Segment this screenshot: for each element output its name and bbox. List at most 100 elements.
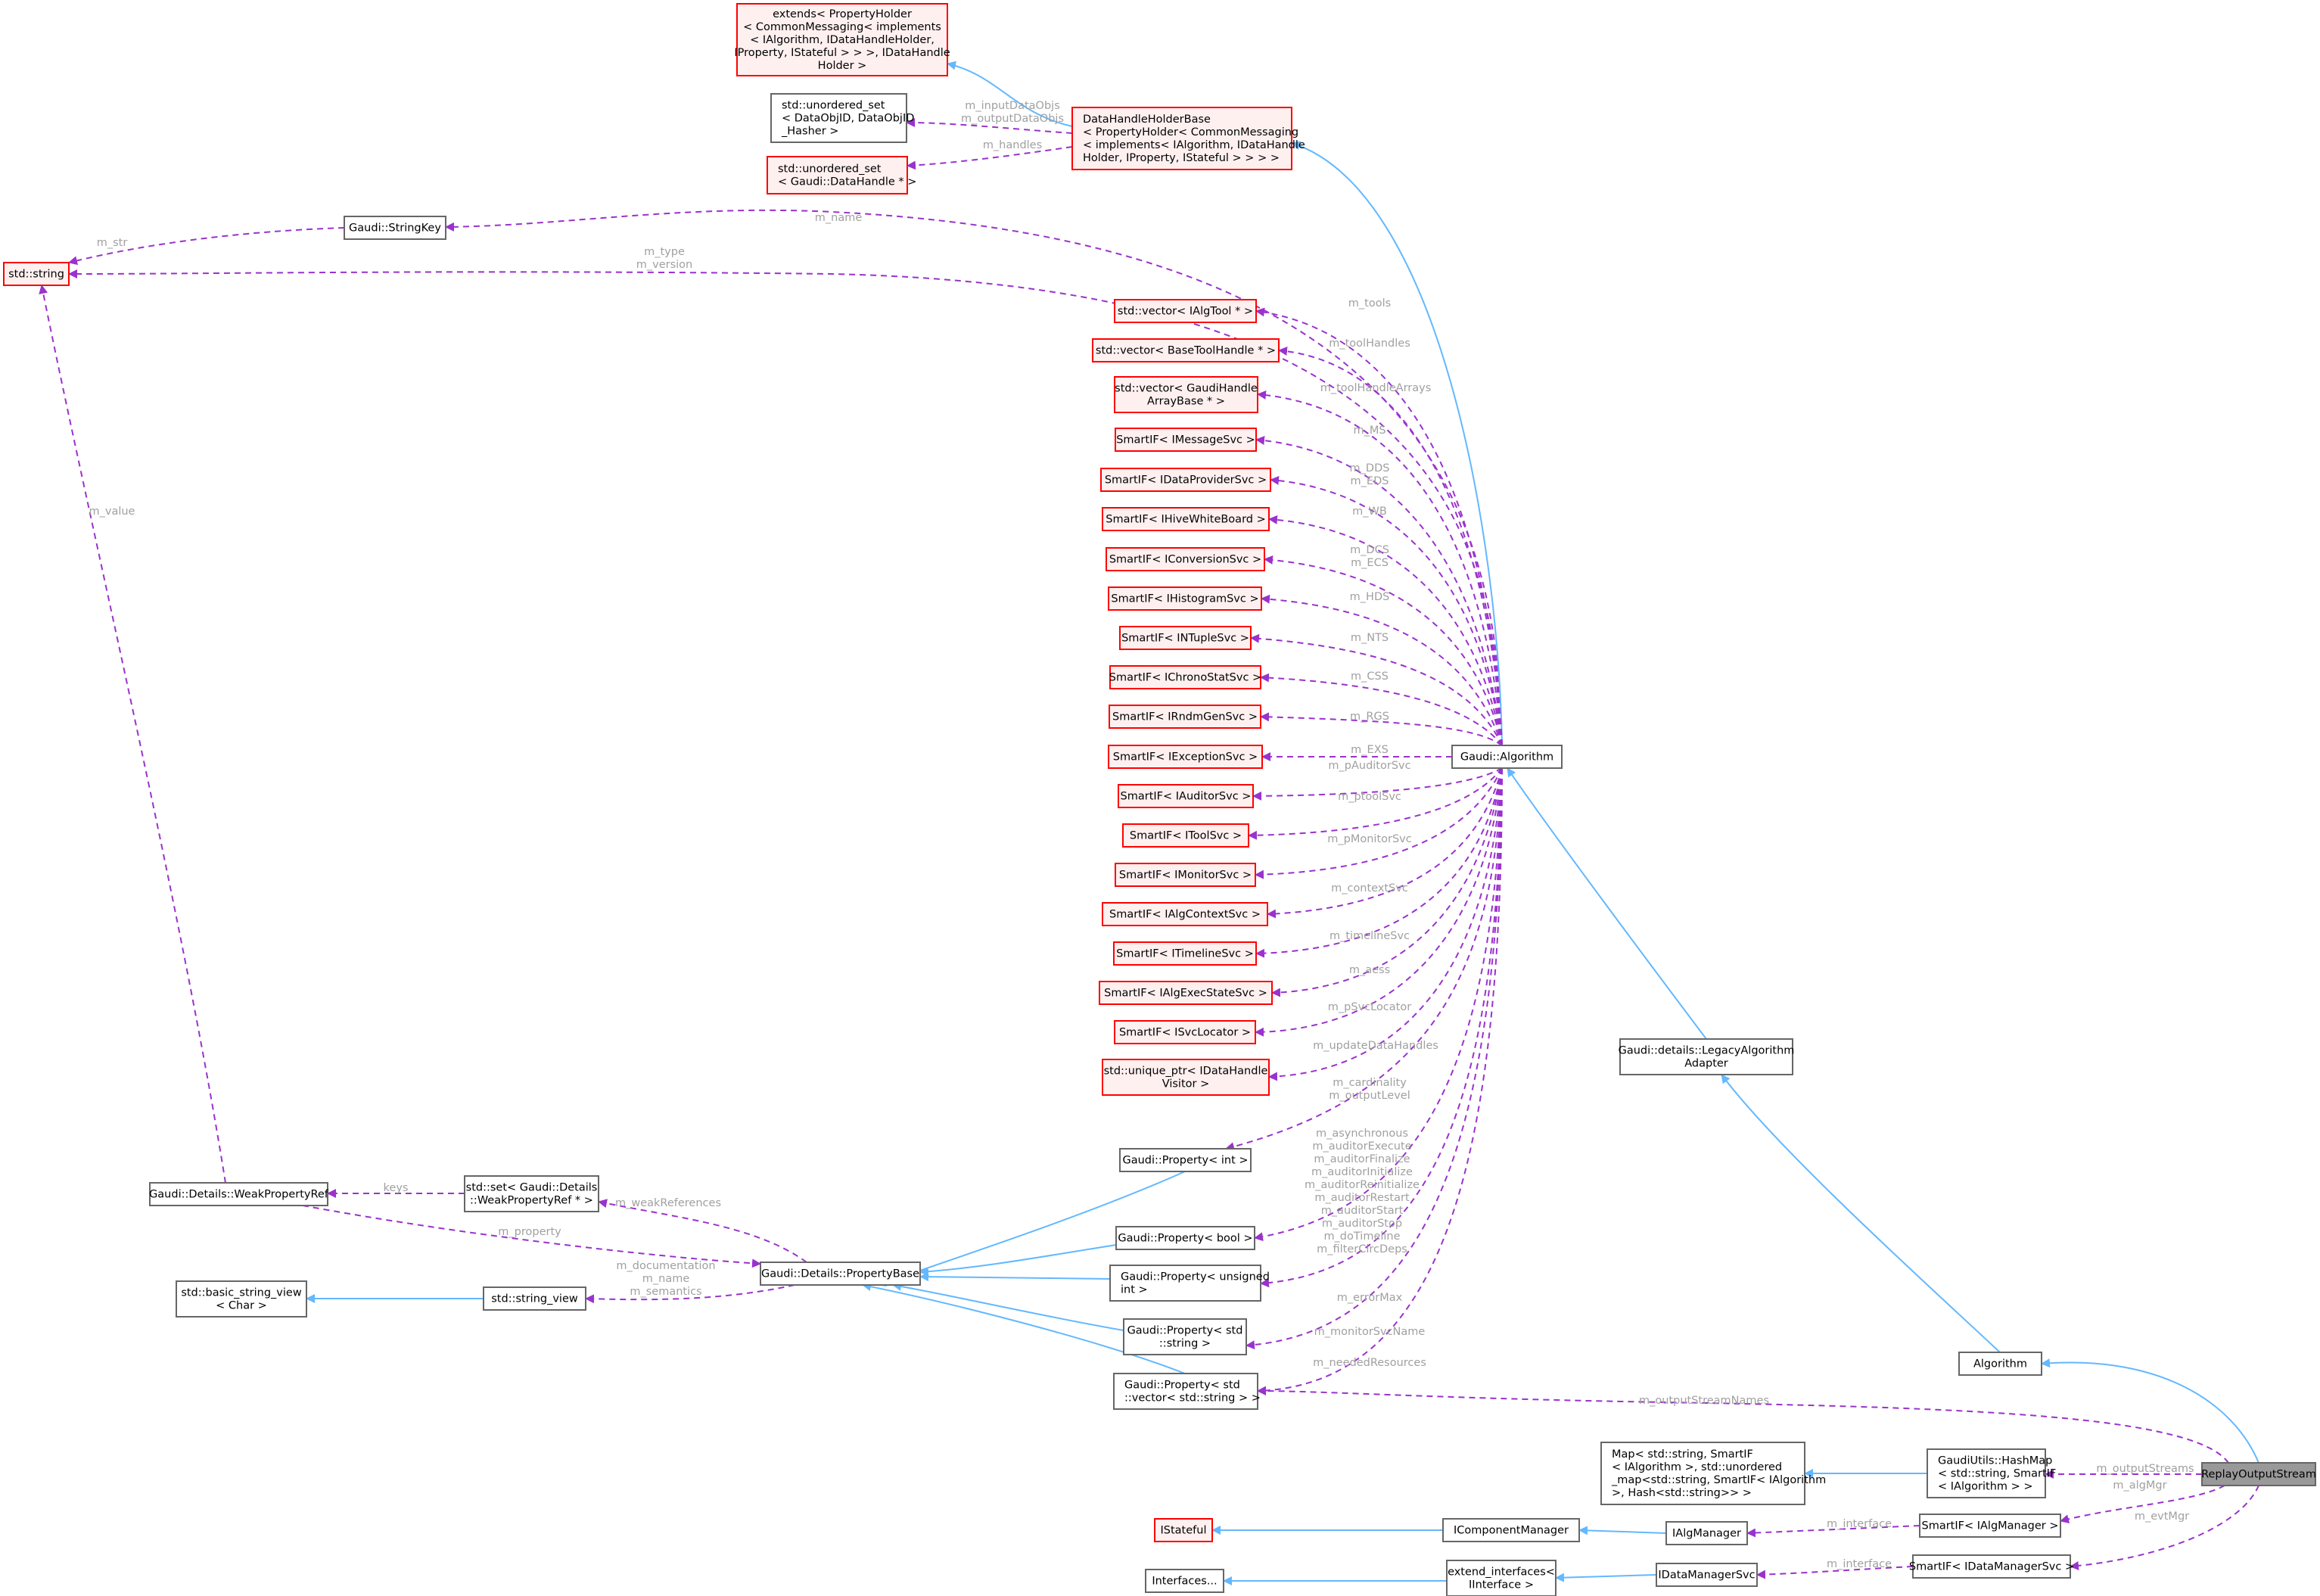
member-edge-39: [1746, 1525, 1920, 1538]
class-node-dhhb[interactable]: DataHandleHolderBase< PropertyHolder< Co…: [1071, 107, 1305, 170]
edge-label-line: m_auditorInitialize: [1311, 1166, 1413, 1178]
class-node-sif-aud[interactable]: SmartIF< IAuditorSvc >: [1118, 784, 1254, 808]
class-node-sif-datamgr[interactable]: SmartIF< IDataManagerSvc >: [1909, 1554, 2074, 1579]
class-node-string-view[interactable]: std::string_view: [483, 1286, 586, 1311]
class-node-ialgmgr[interactable]: IAlgManager: [1665, 1521, 1748, 1545]
edge-label-lbl-timelinesvc: m_timelineSvc: [1329, 930, 1410, 942]
class-node-uset-dataobj[interactable]: std::unordered_set< DataObjID, DataObjID…: [770, 93, 914, 143]
member-edge-15: [1261, 594, 1503, 746]
class-node-sif-chrono[interactable]: SmartIF< IChronoStatSvc >: [1109, 665, 1261, 689]
edge-label-line: m_version: [636, 259, 692, 271]
edge-label-line: m_CSS: [1351, 670, 1389, 683]
class-node-label: Visitor >: [1162, 1078, 1210, 1090]
class-node-interfaces[interactable]: Interfaces...: [1145, 1569, 1224, 1593]
class-node-istateful[interactable]: IStateful: [1154, 1518, 1213, 1542]
class-node-label: Holder, IProperty, IStateful > > > >: [1083, 152, 1280, 164]
class-node-label: SmartIF< IAuditorSvc >: [1121, 791, 1252, 803]
edge-label-lbl-toolhandles: m_toolHandles: [1329, 338, 1410, 350]
class-node-label: IProperty, IStateful > > >, IDataHandle: [734, 47, 950, 59]
member-edge-20: [1252, 767, 1503, 801]
class-node-box: [1145, 1569, 1224, 1593]
edge-label-lbl-value: m_value: [89, 506, 135, 518]
class-node-extends-ph[interactable]: extends< PropertyHolder< CommonMessaging…: [734, 3, 950, 76]
class-node-label: >, Hash<std::string>> >: [1612, 1487, 1752, 1499]
class-node-stringkey[interactable]: Gaudi::StringKey: [344, 216, 446, 240]
class-node-label: DataHandleHolderBase: [1083, 114, 1211, 126]
class-node-box: [2201, 1462, 2316, 1486]
class-node-box: [1154, 1518, 1213, 1542]
class-node-sif-rndm[interactable]: SmartIF< IRndmGenSvc >: [1109, 705, 1261, 729]
class-node-sif-algexec[interactable]: SmartIF< IAlgExecStateSvc >: [1099, 981, 1273, 1005]
class-node-map-node[interactable]: Map< std::string, SmartIF< IAlgorithm >,…: [1600, 1442, 1826, 1505]
member-edge-26: [1255, 767, 1503, 1037]
class-node-extend-interfaces[interactable]: extend_interfaces<IInterface >: [1446, 1560, 1557, 1596]
member-edge-30: [1260, 767, 1503, 1288]
class-node-label: Gaudi::Property< unsigned: [1121, 1271, 1270, 1283]
class-node-vec-algtool[interactable]: std::vector< IAlgTool * >: [1114, 299, 1257, 323]
member-edge-22: [1255, 767, 1503, 879]
class-node-box: [1118, 784, 1254, 808]
member-edge-55: [302, 1205, 761, 1268]
edge-label-lbl-evtmgr: m_evtMgr: [2135, 1510, 2189, 1523]
class-node-sif-timeline[interactable]: SmartIF< ITimelineSvc >: [1113, 941, 1257, 966]
class-node-label: Adapter: [1684, 1058, 1728, 1070]
member-edge-32: [1257, 767, 1503, 1395]
class-node-sif-exc[interactable]: SmartIF< IExceptionSvc >: [1108, 745, 1263, 769]
class-node-label: < implements< IAlgorithm, IDataHandle: [1083, 139, 1305, 151]
class-node-uset-datahandle[interactable]: std::unordered_set< Gaudi::DataHandle * …: [767, 156, 916, 194]
inheritance-edge-50: [892, 1281, 1124, 1331]
edge-label-line: m_interface: [1827, 1558, 1892, 1570]
class-node-vec-basetoolhandle[interactable]: std::vector< BaseToolHandle * >: [1092, 338, 1280, 362]
member-edge-11: [1255, 436, 1503, 746]
class-node-icompmgr[interactable]: IComponentManager: [1442, 1518, 1580, 1542]
edge-label-line: m_value: [89, 506, 135, 518]
inheritance-edge-40: [1578, 1526, 1667, 1535]
member-edge-29: [1254, 767, 1503, 1242]
class-node-sif-algctx[interactable]: SmartIF< IAlgContextSvc >: [1102, 902, 1268, 926]
class-node-sif-ntuple[interactable]: SmartIF< INTupleSvc >: [1119, 626, 1252, 650]
edge-label-lbl-tools: m_tools: [1348, 297, 1391, 310]
class-node-sif-mon[interactable]: SmartIF< IMonitorSvc >: [1115, 863, 1256, 887]
class-node-gaudi-algorithm[interactable]: Gaudi::Algorithm: [1451, 745, 1563, 769]
class-node-sif-conv[interactable]: SmartIF< IConversionSvc >: [1106, 547, 1265, 571]
class-node-sif-algmgr[interactable]: SmartIF< IAlgManager >: [1919, 1514, 2061, 1538]
class-node-label: < std::string, SmartIF: [1938, 1468, 2056, 1480]
class-node-idatamgr[interactable]: IDataManagerSvc: [1656, 1563, 1758, 1587]
class-node-sif-hive[interactable]: SmartIF< IHiveWhiteBoard >: [1102, 507, 1270, 531]
class-node-algorithm[interactable]: Algorithm: [1958, 1352, 2042, 1376]
class-node-label: SmartIF< IHiveWhiteBoard >: [1106, 514, 1265, 526]
class-node-sif-msg[interactable]: SmartIF< IMessageSvc >: [1115, 428, 1257, 452]
class-node-label: _map<std::string, SmartIF< IAlgorithm: [1611, 1474, 1826, 1486]
class-node-weakpropref[interactable]: Gaudi::Details::WeakPropertyRef: [149, 1182, 329, 1206]
class-node-set-weakref[interactable]: std::set< Gaudi::Details::WeakPropertyRe…: [464, 1175, 599, 1212]
class-node-replay[interactable]: ReplayOutputStream: [2201, 1462, 2316, 1486]
class-node-prop-bool[interactable]: Gaudi::Property< bool >: [1115, 1226, 1255, 1250]
member-edge-6: [39, 285, 226, 1184]
class-node-prop-vecstring[interactable]: Gaudi::Property< std::vector< std::strin…: [1113, 1373, 1261, 1410]
edge-label-lbl-pauditorsvc: m_pAuditorSvc: [1328, 760, 1410, 772]
class-node-stdstring[interactable]: std::string: [3, 262, 70, 286]
class-node-propbase[interactable]: Gaudi::Details::PropertyBase: [760, 1262, 921, 1286]
class-node-basic-sv[interactable]: std::basic_string_view< Char >: [176, 1280, 307, 1318]
class-node-prop-string[interactable]: Gaudi::Property< std::string >: [1123, 1318, 1247, 1355]
class-node-label: GaudiUtils::HashMap: [1938, 1455, 2052, 1467]
class-node-box: [1919, 1514, 2061, 1538]
class-node-sif-hist[interactable]: SmartIF< IHistogramSvc >: [1108, 586, 1262, 611]
class-node-sif-svcloc[interactable]: SmartIF< ISvcLocator >: [1114, 1020, 1256, 1044]
class-node-sif-tool[interactable]: SmartIF< IToolSvc >: [1122, 823, 1249, 848]
class-node-box: [1109, 665, 1261, 689]
class-node-sif-dataprov[interactable]: SmartIF< IDataProviderSvc >: [1100, 468, 1271, 492]
edge-label-lbl-toolhandlearrays: m_toolHandleArrays: [1320, 382, 1432, 394]
class-node-box: [1102, 1059, 1270, 1096]
class-node-label: Algorithm: [1973, 1358, 2027, 1370]
class-node-box: [1958, 1352, 2042, 1376]
member-edge-13: [1268, 515, 1503, 746]
edge-label-line: m_aess: [1349, 964, 1390, 976]
class-node-label: int >: [1121, 1284, 1148, 1296]
class-node-prop-int[interactable]: Gaudi::Property< int >: [1119, 1148, 1252, 1172]
class-node-hashmap[interactable]: GaudiUtils::HashMap< std::string, SmartI…: [1927, 1448, 2056, 1498]
